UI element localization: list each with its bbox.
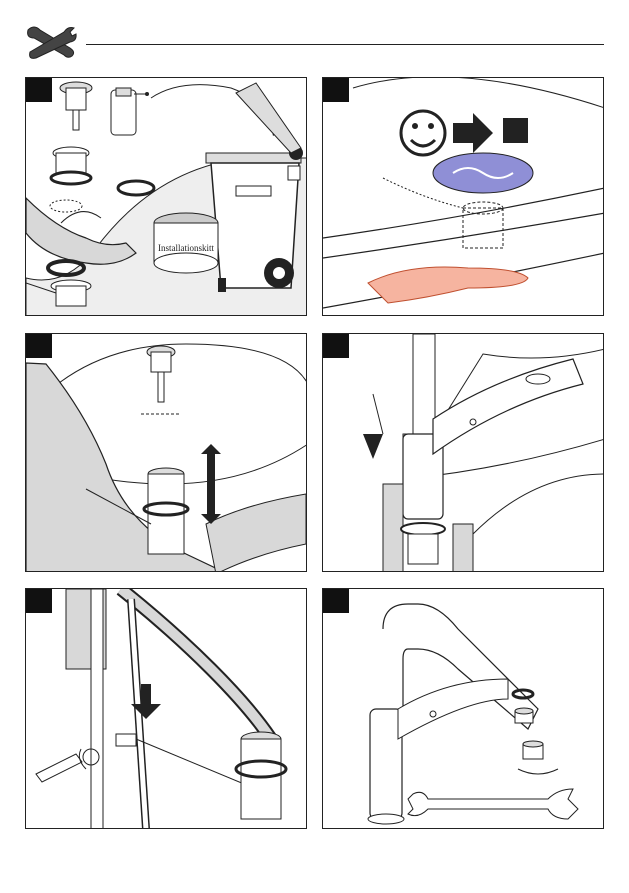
- step-tab: [26, 589, 52, 613]
- header-rule: [86, 44, 604, 45]
- step-tab: [323, 589, 349, 613]
- tools-icon: [24, 24, 80, 60]
- panel-5: [25, 588, 307, 829]
- panel-6: [322, 588, 604, 829]
- step-tab: [26, 334, 52, 358]
- step-tab: [323, 78, 349, 102]
- panel-2: [322, 77, 604, 316]
- panel-1: Installationskitt: [25, 77, 307, 316]
- illustration-lift-rod: [323, 334, 604, 572]
- trash-bin-icon: [206, 83, 303, 292]
- illustration-tighten-connection: [26, 589, 307, 829]
- illustration-remove-old-drain: Installationskitt: [26, 78, 307, 316]
- panel-4: [322, 333, 604, 572]
- step-tab: [323, 334, 349, 358]
- wrench-icon: [408, 789, 578, 819]
- panel-3: [25, 333, 307, 572]
- smiley-icon: [401, 111, 445, 155]
- illustration-check-drain: [323, 78, 604, 316]
- step-tab: [26, 78, 52, 102]
- illustration-aerator: [323, 589, 604, 829]
- jar-label: Installationskitt: [158, 243, 214, 253]
- illustration-insert-drain: [26, 334, 307, 572]
